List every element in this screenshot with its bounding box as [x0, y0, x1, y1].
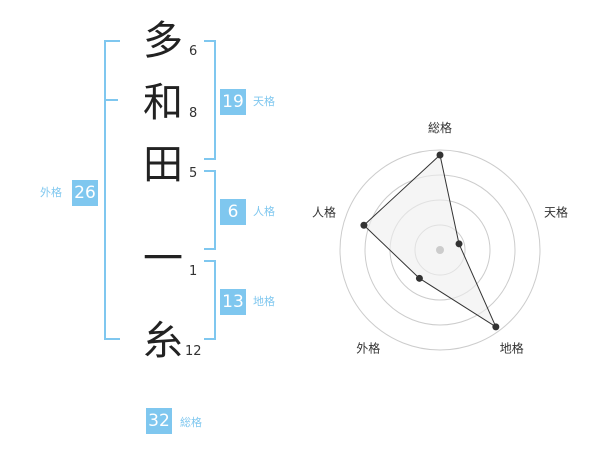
- radar-center-dot: [436, 246, 444, 254]
- radar-point-1: [436, 151, 444, 159]
- tenkaku-value-badge: 19: [220, 89, 246, 115]
- chikaku-label: 地格: [253, 295, 275, 308]
- jinkaku-value-badge: 6: [220, 199, 246, 225]
- stroke-count-4: 1: [189, 264, 198, 279]
- radar-point-4: [415, 274, 423, 282]
- gaikaku-mid-tick: [104, 99, 118, 101]
- radar-polygon: [363, 154, 497, 329]
- radar-axis-label-3: 地格: [500, 341, 524, 356]
- radar-axis-label-4: 外格: [356, 341, 380, 356]
- jinkaku-bracket: [204, 170, 216, 250]
- gaikaku-value-badge: 26: [72, 180, 98, 206]
- name-char-4: 一: [143, 236, 183, 282]
- gaikaku-bracket: [104, 40, 120, 340]
- stroke-count-5: 12: [185, 344, 202, 359]
- radar-axis-label-5: 人格: [312, 204, 336, 219]
- chikaku-bracket: [204, 260, 216, 340]
- jinkaku-label: 人格: [253, 205, 275, 218]
- soukaku-label: 総格: [180, 416, 202, 429]
- name-char-1: 多: [143, 18, 183, 64]
- stroke-count-3: 5: [189, 166, 198, 181]
- radar-axis-label-1: 総格: [428, 120, 452, 135]
- stroke-count-2: 8: [189, 106, 198, 121]
- soukaku-value-badge: 32: [146, 408, 172, 434]
- gaikaku-label: 外格: [40, 186, 62, 199]
- name-char-2: 和: [143, 80, 183, 126]
- radar-point-2: [455, 240, 463, 248]
- radar-point-3: [492, 323, 500, 331]
- tenkaku-bracket: [204, 40, 216, 160]
- chikaku-value-badge: 13: [220, 289, 246, 315]
- tenkaku-label: 天格: [253, 95, 275, 108]
- radar-ring-4: [339, 149, 541, 351]
- name-char-5: 糸: [143, 318, 183, 364]
- radar-points: [360, 151, 500, 331]
- name-char-3: 田: [143, 142, 183, 188]
- radar-point-5: [360, 221, 368, 229]
- stroke-count-1: 6: [189, 44, 198, 59]
- radar-axis-label-2: 天格: [544, 204, 568, 219]
